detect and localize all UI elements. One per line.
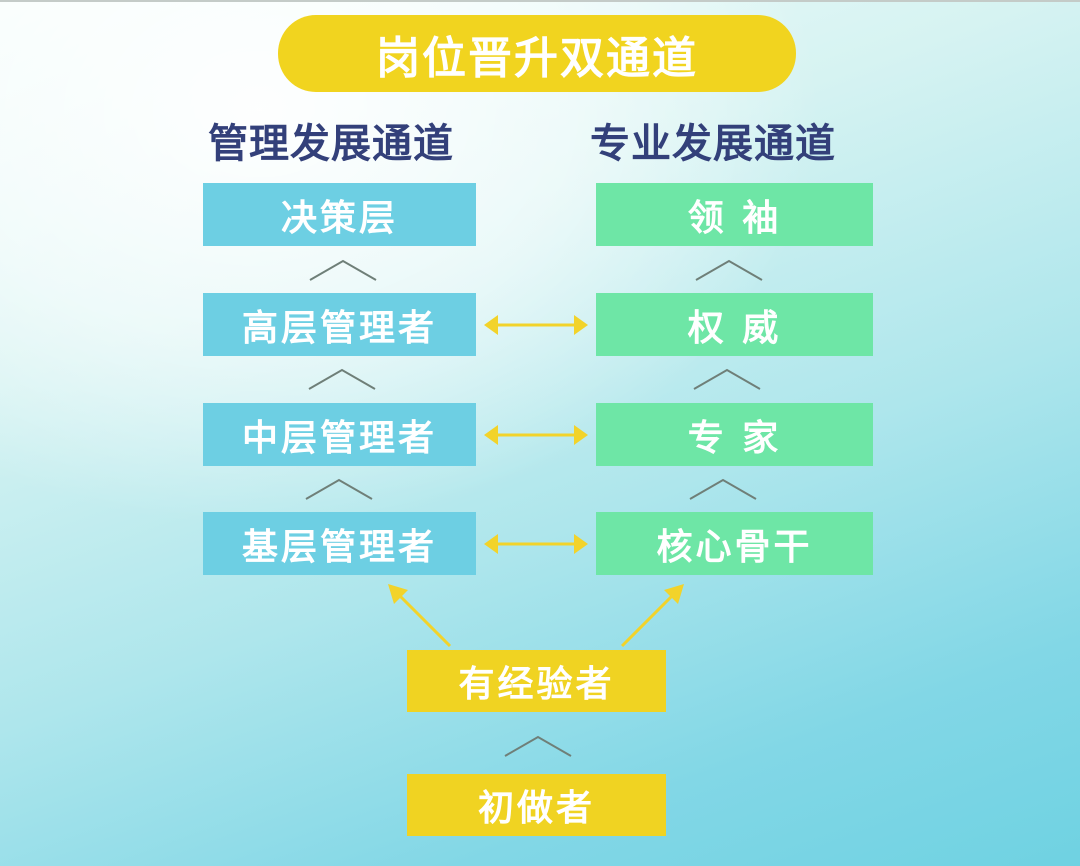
chevron-up-icon [692,367,762,391]
mgmt-level-senior: 高层管理者 [203,293,476,356]
entry-level-experienced: 有经验者 [407,650,666,712]
prof-level-core: 核心骨干 [596,512,873,575]
chevron-up-icon [688,477,758,501]
chevron-up-icon [308,258,378,282]
prof-level-authority: 权 威 [596,293,873,356]
management-track-header: 管理发展通道 [208,121,454,167]
entry-level-beginner: 初做者 [407,774,666,836]
diagram-title: 岗位晋升双通道 [278,15,796,92]
double-arrow-icon [484,532,588,556]
prof-level-expert: 专 家 [596,403,873,466]
chevron-up-icon [694,258,764,282]
prof-level-leader: 领 袖 [596,183,873,246]
double-arrow-icon [484,423,588,447]
mgmt-level-junior: 基层管理者 [203,512,476,575]
double-arrow-icon [484,313,588,337]
diagonal-arrow-up-right-icon [618,580,690,650]
mgmt-level-middle: 中层管理者 [203,403,476,466]
diagonal-arrow-up-left-icon [384,580,454,650]
chevron-up-icon [304,477,374,501]
professional-track-header: 专业发展通道 [590,121,836,167]
mgmt-level-decision: 决策层 [203,183,476,246]
chevron-up-icon [307,367,377,391]
chevron-up-icon [503,734,573,758]
top-border [0,0,1080,2]
